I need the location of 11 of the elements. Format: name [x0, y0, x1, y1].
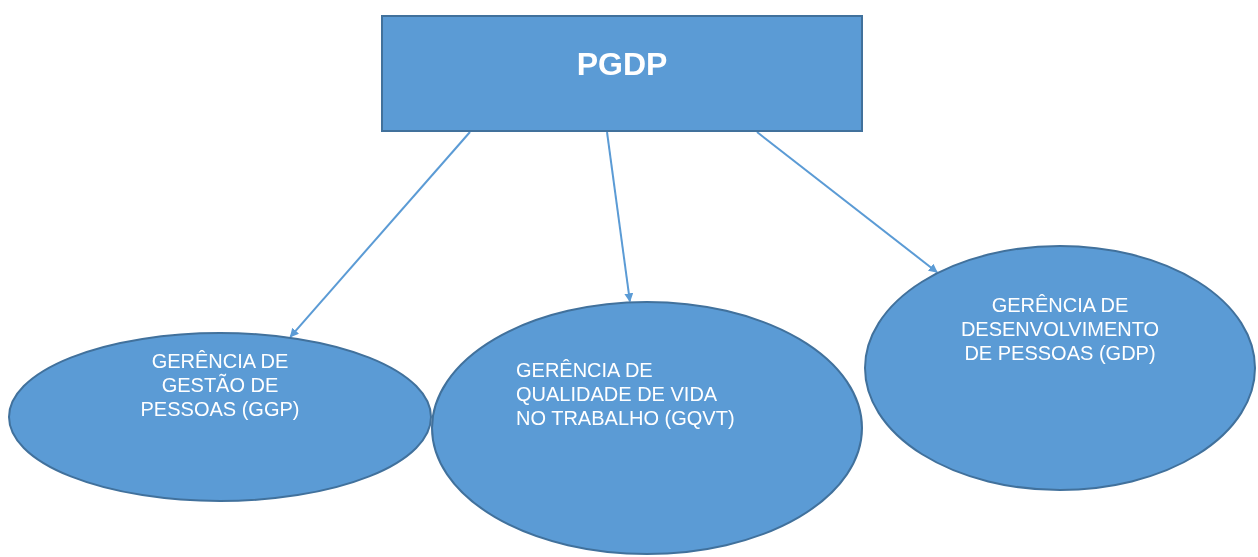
arrow — [606, 131, 634, 303]
arrow — [289, 131, 471, 338]
ellipse-node — [864, 245, 1256, 491]
process-box — [381, 15, 863, 132]
box-title: PGDP — [575, 45, 669, 83]
ellipse-node — [8, 332, 432, 502]
node-label: GERÊNCIA DE DESENVOLVIMENTO DE PESSOAS (GDP) — [959, 293, 1161, 365]
arrow — [756, 131, 939, 274]
ellipse-node — [431, 301, 863, 555]
node-label: GERÊNCIA DE QUALIDADE DE VIDA NO TRABALHO (GQVT) — [516, 358, 736, 430]
node-label: GERÊNCIA DE GESTÃO DE PESSOAS (GGP) — [139, 349, 301, 421]
